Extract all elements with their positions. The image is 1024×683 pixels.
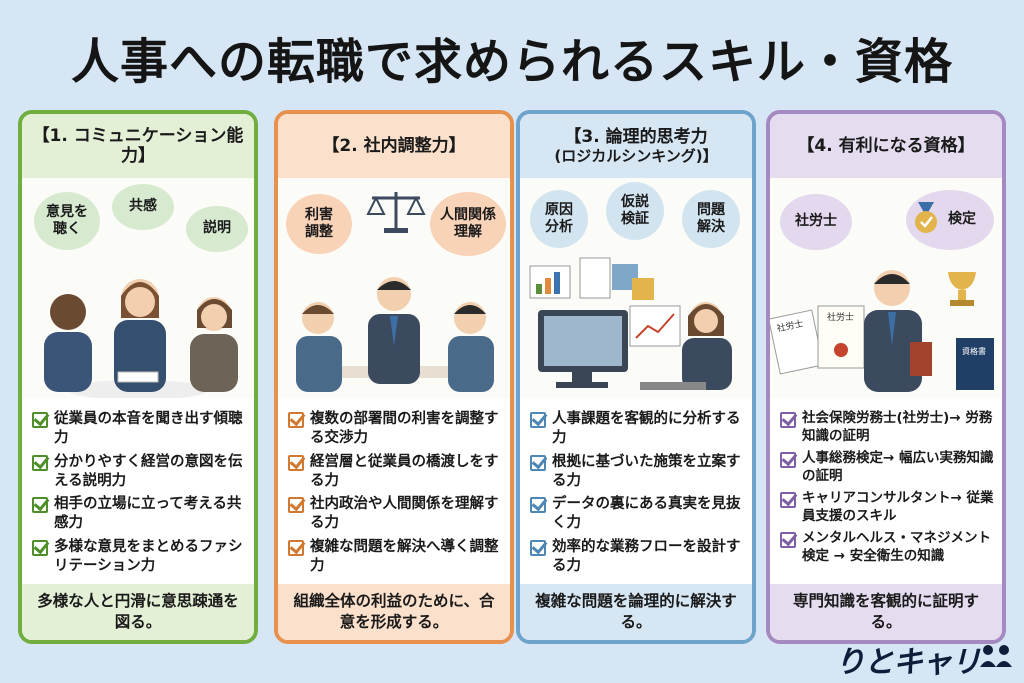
speech-bubble: 利害 調整: [286, 194, 352, 254]
illustration-analysis: 原因 分析 仮説 検証 問題 解決: [520, 178, 752, 398]
list-item: 効率的な業務フローを設計する力: [530, 538, 744, 576]
list-item: 社会保険労務士(社労士)→ 労務知識の証明: [780, 410, 994, 445]
speech-bubble: 社労士: [780, 194, 852, 250]
card-heading-text: 【1. コミュニケーション能力】: [32, 125, 244, 166]
list-item: キャリアコンサルタント→ 従業員支援のスキル: [780, 490, 994, 525]
card-heading-text: 【3. 論理的思考力: [564, 126, 708, 147]
page-title: 人事への転職で求められるスキル・資格: [70, 34, 953, 90]
card-qualifications: 【4. 有利になる資格】 社労士 検定 社労士 社労士 資格書 社会保険労務士(…: [766, 110, 1006, 644]
people-logo-icon: [980, 645, 1012, 667]
checkbox-icon: [288, 497, 304, 514]
list-item: 相手の立場に立って考える共感力: [32, 495, 246, 533]
checkbox-icon: [530, 412, 546, 428]
speech-bubble: 問題 解決: [682, 190, 740, 248]
list-item: 経営層と従業員の橋渡しをする力: [288, 453, 502, 491]
speech-bubble: 説明: [186, 206, 248, 252]
card-communication: 【1. コミュニケーション能力】 意見を 聴く 共感 説明 従業員の本音を聞き出…: [18, 110, 258, 644]
computer-analysis-icon: [529, 257, 732, 390]
checkbox-icon: [780, 532, 796, 549]
list-item: 複雑な問題を解決へ導く調整力: [288, 538, 502, 576]
certificate-holder-icon: 社労士 社労士 資格書: [770, 270, 994, 392]
checkbox-icon: [288, 454, 304, 471]
card-coordination: 【2. 社内調整力】 利害 調整 人間関係 理解 複数の部署間の利害を調整する交…: [274, 110, 514, 644]
speech-bubble: 共感: [112, 184, 174, 230]
checkbox-icon: [288, 412, 304, 428]
speech-bubble: 仮説 検証: [606, 182, 664, 240]
checkbox-icon: [780, 452, 796, 469]
list-item: データの裏にある真実を見抜く力: [530, 495, 744, 533]
brand-logo: りとキャリ: [835, 645, 981, 680]
bullet-list: 従業員の本音を聞き出す傾聴力 分かりやすく経営の意図を伝える説明力 相手の立場に…: [22, 398, 254, 588]
card-footer: 組織全体の利益のために、合意を形成する。: [278, 584, 510, 640]
list-item: 人事総務検定→ 幅広い実務知識の証明: [780, 450, 994, 485]
checkbox-icon: [32, 497, 48, 514]
checkbox-icon: [780, 412, 796, 428]
bullet-list: 人事課題を客観的に分析する力 根拠に基づいた施策を立案する力 データの裏にある真…: [520, 398, 752, 588]
checkbox-icon: [32, 540, 48, 557]
speech-bubble: 意見を 聴く: [34, 192, 100, 250]
checkbox-icon: [32, 454, 48, 471]
card-footer: 複雑な問題を論理的に解決する。: [520, 584, 752, 640]
checkbox-icon: [530, 540, 546, 557]
card-heading-text: 【4. 有利になる資格】: [797, 135, 975, 156]
list-item: 根拠に基づいた施策を立案する力: [530, 453, 744, 491]
list-item: 複数の部署間の利害を調整する交渉力: [288, 410, 502, 448]
speech-bubble: 人間関係 理解: [430, 192, 506, 256]
document-label: 資格書: [962, 346, 986, 356]
document-label: 社労士: [827, 311, 854, 323]
list-item: 社内政治や人間関係を理解する力: [288, 495, 502, 533]
medal-icon: [915, 202, 937, 233]
card-heading: 【2. 社内調整力】: [278, 114, 510, 178]
card-heading: 【4. 有利になる資格】: [770, 114, 1002, 178]
checkbox-icon: [530, 454, 546, 471]
card-heading: 【1. コミュニケーション能力】: [22, 114, 254, 178]
card-heading: 【3. 論理的思考力 (ロジカルシンキング)】: [520, 114, 752, 178]
list-item: 多様な意見をまとめるファシリテーション力: [32, 538, 246, 576]
illustration-meeting: 意見を 聴く 共感 説明: [22, 178, 254, 398]
checkbox-icon: [780, 492, 796, 509]
bullet-list: 複数の部署間の利害を調整する交渉力 経営層と従業員の橋渡しをする力 社内政治や人…: [278, 398, 510, 588]
illustration-negotiation: 利害 調整 人間関係 理解: [278, 178, 510, 398]
list-item: メンタルヘルス・マネジメント検定 → 安全衛生の知識: [780, 530, 994, 565]
people-talking-icon: [44, 279, 238, 398]
list-item: 分かりやすく経営の意図を伝える説明力: [32, 453, 246, 491]
checkbox-icon: [32, 412, 48, 428]
card-logical-thinking: 【3. 論理的思考力 (ロジカルシンキング)】 原因 分析 仮説 検証 問題 解…: [516, 110, 756, 644]
list-item: 人事課題を客観的に分析する力: [530, 410, 744, 448]
card-heading-text: 【2. 社内調整力】: [322, 135, 466, 156]
card-heading-subtext: (ロジカルシンキング)】: [554, 147, 718, 166]
list-item: 従業員の本音を聞き出す傾聴力: [32, 410, 246, 448]
checkbox-icon: [288, 540, 304, 557]
people-negotiating-icon: [296, 277, 494, 392]
checkbox-icon: [530, 497, 546, 514]
bullet-list: 社会保険労務士(社労士)→ 労務知識の証明 人事総務検定→ 幅広い実務知識の証明…: [770, 398, 1002, 588]
card-footer: 多様な人と円滑に意思疎通を図る。: [22, 584, 254, 640]
illustration-certification: 社労士 検定 社労士 社労士 資格書: [770, 178, 1002, 398]
scale-icon: [366, 192, 426, 233]
speech-bubble: 原因 分析: [530, 190, 588, 248]
card-footer: 専門知識を客観的に証明する。: [770, 584, 1002, 640]
